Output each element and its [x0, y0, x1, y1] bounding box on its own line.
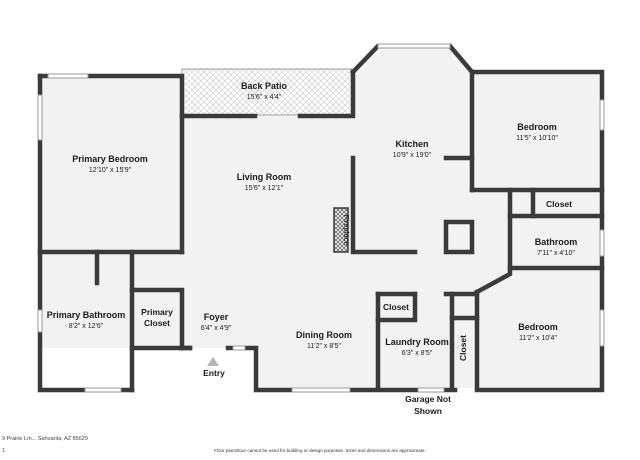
garage-note-line1: Garage Not [405, 394, 451, 404]
windows [37, 43, 605, 393]
closet-ne-label: Closet [546, 199, 572, 209]
room-dim-bedroom-se: 11'2" x 10'4" [519, 335, 557, 342]
room-dim-dining-room: 11'2" x 8'5" [307, 343, 341, 350]
room-name-living-room: Living Room [237, 172, 292, 182]
room-dim-foyer: 6'4" x 4'9" [201, 325, 232, 332]
room-name-primary-bedroom: Primary Bedroom [72, 154, 148, 164]
room-name-bedroom-se: Bedroom [518, 322, 558, 332]
garage-note-line2: Shown [414, 406, 442, 416]
room-name-bedroom-ne: Bedroom [517, 122, 557, 132]
room-name-laundry-room: Laundry Room [385, 337, 449, 347]
room-dim-primary-bedroom: 12'10" x 15'9" [89, 167, 132, 174]
fireplace-label: Fireplace [342, 215, 351, 246]
room-dim-laundry-room: 6'3" x 8'5" [402, 350, 433, 357]
primary-closet-label-line2: Closet [144, 318, 170, 328]
back-patio-area [181, 68, 354, 116]
interior-walls [37, 113, 605, 393]
room-dim-primary-bathroom: 8'2" x 12'6" [69, 323, 104, 330]
footer-page-number: 1 [2, 448, 5, 454]
room-dim-bathroom: 7'11" x 4'10" [537, 250, 575, 257]
room-name-primary-bathroom: Primary Bathroom [47, 310, 126, 320]
closet-laundry-label: Closet [383, 302, 409, 312]
footer-disclaimer: Floor plans/tour cannot be used for buil… [214, 448, 426, 453]
entry-label: Entry [203, 368, 225, 378]
closet-se-label: Closet [458, 335, 468, 361]
room-name-bathroom: Bathroom [535, 237, 578, 247]
room-dim-kitchen: 10'9" x 19'0" [393, 152, 432, 159]
room-dim-bedroom-ne: 11'5" x 10'10" [516, 135, 558, 142]
room-name-foyer: Foyer [204, 312, 229, 322]
primary-closet-label-line1: Primary [141, 307, 173, 317]
room-name-kitchen: Kitchen [395, 139, 428, 149]
room-name-dining-room: Dining Room [296, 330, 352, 340]
entry-arrow-icon [207, 357, 219, 366]
fireplace [333, 207, 349, 253]
room-dim-living-room: 15'6" x 12'1" [245, 185, 284, 192]
footer-address: 9 Prairie Lm... Sahuarita, AZ 85629 [2, 436, 88, 442]
room-dim-back-patio: 15'6" x 4'4" [247, 94, 282, 101]
room-name-back-patio: Back Patio [241, 81, 288, 91]
